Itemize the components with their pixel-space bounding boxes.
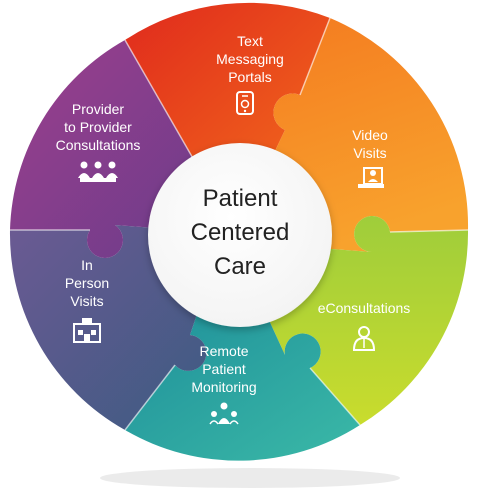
- center-line-2: Centered: [191, 219, 290, 246]
- segment-label-line: Consultations: [56, 137, 141, 153]
- mobile-phone-icon: [236, 91, 254, 115]
- clinic-building-icon: [73, 318, 101, 343]
- segment-label-line: Text: [237, 33, 263, 49]
- ground-shadow: [100, 468, 400, 488]
- segment-label-line: Messaging: [216, 51, 284, 67]
- segment-label-line: In: [81, 257, 93, 273]
- segment-remote-monitoring: [125, 305, 360, 461]
- segment-label-line: Patient: [202, 361, 246, 377]
- segment-label-line: Monitoring: [191, 379, 256, 395]
- segment-label-line: to Provider: [64, 119, 132, 135]
- segment-label-line: Provider: [72, 101, 124, 117]
- group-meeting-icon: [78, 161, 118, 182]
- segment-label-line: Video: [352, 127, 388, 143]
- video-call-icon: [358, 167, 384, 188]
- center-circle: [148, 143, 332, 327]
- doctor-icon: [352, 326, 376, 351]
- segment-in-person: [9, 225, 207, 430]
- segment-label-line: eConsultations: [318, 300, 411, 316]
- segment-label-line: Portals: [228, 69, 272, 85]
- segment-label-line: Visits: [353, 145, 386, 161]
- center-line-3: Care: [214, 253, 266, 280]
- segment-label-line: Person: [65, 275, 109, 291]
- segment-label-line: Remote: [199, 343, 248, 359]
- segment-text-messaging: [125, 2, 330, 189]
- people-network-icon: [209, 402, 239, 425]
- center-line-1: Patient: [203, 185, 278, 212]
- segment-label-line: Visits: [70, 293, 103, 309]
